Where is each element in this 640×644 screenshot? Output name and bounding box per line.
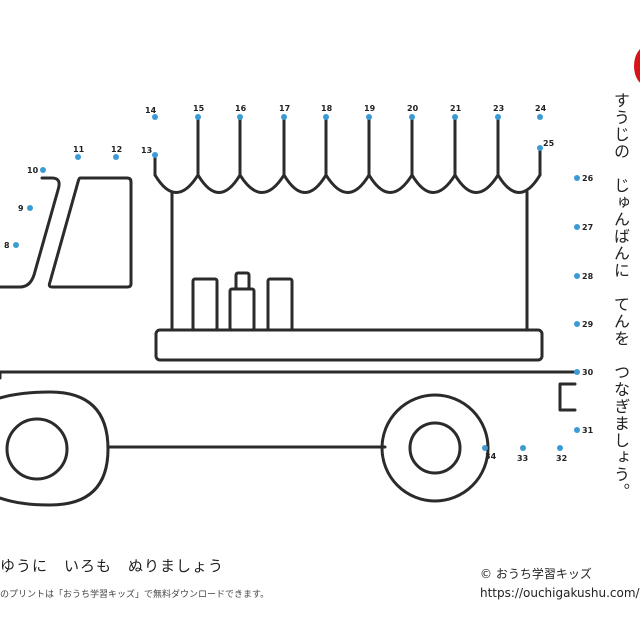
dot-15 [195,114,201,120]
jar-right [266,277,294,332]
dot-label-29: 29 [582,320,594,329]
awning-scallops [153,158,542,194]
dot-8 [13,242,19,248]
dot-label-28: 28 [582,272,594,281]
instruction-text: すうじの じゅんばんに てんを つなぎましょう。 [611,92,630,500]
rear-bumper [558,382,577,412]
counter [154,328,544,362]
dot-label-31: 31 [582,426,594,435]
dot-label-20: 20 [407,104,419,113]
dot-14 [152,114,158,120]
rear-wheel [380,393,490,503]
dot-11 [75,154,81,160]
dot-label-25: 25 [543,139,555,148]
dot-30 [574,369,580,375]
front-hub [5,417,69,481]
dot-24 [537,114,543,120]
dot-10 [40,167,46,173]
dot-28 [574,273,580,279]
dot-34 [482,445,488,451]
dot-21 [452,114,458,120]
dot-label-13: 13 [141,146,152,155]
jar-middle [228,287,256,332]
cab-window [47,176,133,289]
dot-label-17: 17 [279,104,290,113]
dot-label-23: 23 [493,104,504,113]
footer-note: のプリントは「おうち学習キッズ」で無料ダウンロードできます。 [0,590,270,600]
dot-32 [557,445,563,451]
dot-16 [237,114,243,120]
dot-label-15: 15 [193,104,205,113]
dot-label-21: 21 [450,104,462,113]
dot-13 [152,152,158,158]
cab-outline [0,176,61,289]
front-wheel [0,390,110,507]
dot-18 [323,114,329,120]
jar-left [191,277,219,332]
dot-label-24: 24 [535,104,547,113]
coloring-prompt: ゆうに いろも ぬりましょう [0,557,225,575]
dot-label-30: 30 [582,368,594,377]
dot-26 [574,175,580,181]
dot-label-34: 34 [485,452,497,461]
dot-label-8: 8 [4,241,10,250]
dot-label-26: 26 [582,174,594,183]
dot-label-18: 18 [321,104,333,113]
dot-label-16: 16 [235,104,247,113]
dot-9 [27,205,33,211]
jar-middle-cap [234,271,251,291]
dot-label-9: 9 [18,204,24,213]
dot-label-10: 10 [27,166,39,175]
dot-25 [537,145,543,151]
site-url[interactable]: https://ouchigakushu.com/ [480,586,640,600]
dot-label-12: 12 [111,145,122,154]
dot-33 [520,445,526,451]
dot-label-14: 14 [145,106,157,115]
copyright: © おうち学習キッズ [480,567,592,581]
dot-17 [281,114,287,120]
dot-23 [495,114,501,120]
dot-label-19: 19 [364,104,376,113]
brand-red-mark [634,46,640,86]
dot-label-27: 27 [582,223,593,232]
dot-29 [574,321,580,327]
dot-label-11: 11 [73,145,85,154]
dot-label-32: 32 [556,454,567,463]
numbered-dots: 8 9 10 11 12 13 14 15 16 17 18 19 20 21 23 24 25 26 27 28 29… [4,104,594,463]
dot-19 [366,114,372,120]
rear-hub [408,421,462,475]
dot-27 [574,224,580,230]
dot-31 [574,427,580,433]
dot-label-33: 33 [517,454,528,463]
awning-divisions [153,115,542,177]
dot-12 [113,154,119,160]
dot-20 [409,114,415,120]
